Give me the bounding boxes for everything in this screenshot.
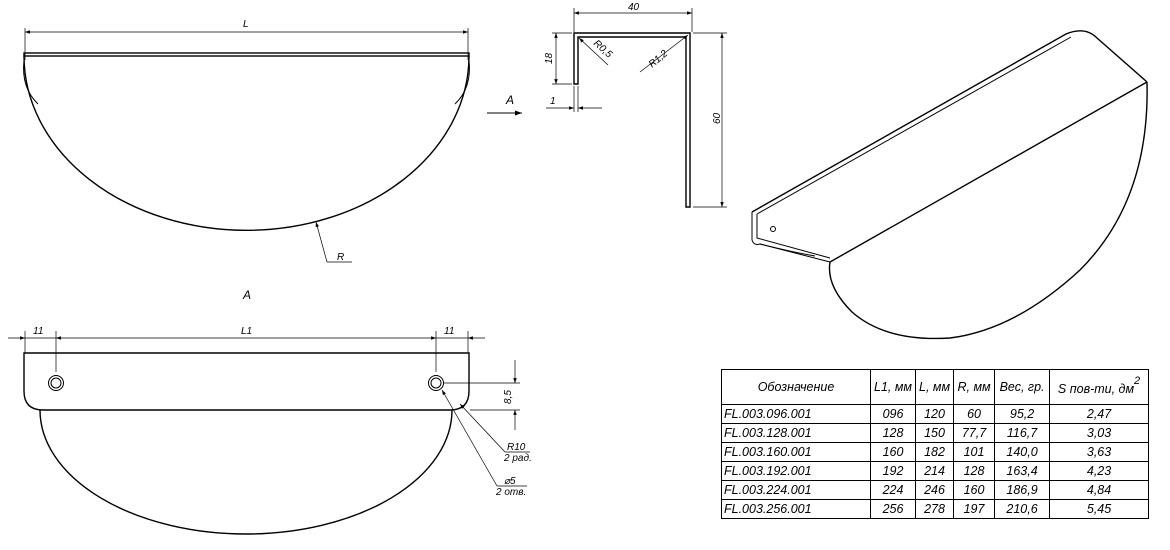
hole-label: ⌀5 <box>504 476 516 487</box>
view-a: A 11 L1 11 8,5 R10 2 рад. ⌀5 2 отв <box>8 288 532 535</box>
profile-section: 40 60 18 1 R0,5 R1,2 <box>544 2 727 208</box>
front-view: L R <box>23 19 470 263</box>
table-cell: FL.003.192.001 <box>721 461 871 481</box>
table-cell: 3,03 <box>1049 423 1150 443</box>
radius-inner-label: R0,5 <box>591 38 614 61</box>
dim-right-label: 11 <box>444 326 454 337</box>
table-cell: 95,2 <box>994 404 1051 424</box>
table-cell: 160 <box>870 442 916 462</box>
specification-table: Обозначение L1, мм L, мм R, мм Вес, гр. … <box>721 369 1150 519</box>
profile-outline <box>573 32 691 208</box>
table-cell: 2,47 <box>1049 404 1150 424</box>
corner-radius-note: 2 рад. <box>503 453 532 464</box>
hole-note: 2 отв. <box>495 487 526 498</box>
table-cell: 140,0 <box>994 442 1051 462</box>
col-header-designation: Обозначение <box>721 369 871 405</box>
table-cell: 4,23 <box>1049 461 1150 481</box>
col-header-surface: S пов-ти, дм2 <box>1049 369 1150 405</box>
col-header-l: L, мм <box>914 369 955 405</box>
table-cell: 210,6 <box>994 499 1051 519</box>
dim-flange-label: 18 <box>544 52 555 64</box>
table-cell: 096 <box>870 404 916 424</box>
table-cell: 128 <box>870 423 916 443</box>
table-cell: 128 <box>953 461 996 481</box>
radius-leader <box>315 221 328 263</box>
table-cell: 163,4 <box>994 461 1051 481</box>
table-cell: FL.003.256.001 <box>721 499 871 519</box>
table-cell: 224 <box>870 480 916 500</box>
dim-width-label: 40 <box>628 2 640 13</box>
table-cell: 256 <box>870 499 916 519</box>
table-cell: 120 <box>914 404 955 424</box>
corner-radius-label: R10 <box>507 442 526 453</box>
col-header-r: R, мм <box>953 369 996 405</box>
radius-label: R <box>337 252 344 263</box>
table-cell: 150 <box>914 423 955 443</box>
dim-profile-height-label: 60 <box>712 112 723 124</box>
table-cell: 4,84 <box>1049 480 1150 500</box>
dim-left-label: 11 <box>33 326 43 337</box>
table-cell: FL.003.224.001 <box>721 480 871 500</box>
dim-l1-label: L1 <box>241 326 252 337</box>
table-cell: 101 <box>953 442 996 462</box>
corner-radius-leader <box>459 403 506 453</box>
table-cell: 186,9 <box>994 480 1051 500</box>
superscript-squared: 2 <box>1134 374 1141 387</box>
mounting-hole-left <box>48 375 64 391</box>
isometric-view <box>751 30 1148 340</box>
table-cell: 278 <box>914 499 955 519</box>
view-arrow-a: A <box>487 93 522 116</box>
mounting-hole-right <box>428 375 444 391</box>
table-cell: 116,7 <box>994 423 1051 443</box>
dim-height-label: 8,5 <box>503 390 514 404</box>
view-a-title: A <box>242 288 251 302</box>
table-cell: 246 <box>914 480 955 500</box>
table-cell: 77,7 <box>953 423 996 443</box>
col-header-l1: L1, мм <box>870 369 916 405</box>
dim-l-label: L <box>243 19 249 30</box>
view-arrow-label: A <box>505 93 514 107</box>
table-cell: FL.003.096.001 <box>721 404 871 424</box>
table-header-row: Обозначение L1, мм L, мм R, мм Вес, гр. … <box>721 369 1150 405</box>
dim-thickness-label: 1 <box>550 96 556 107</box>
table-cell: 160 <box>953 480 996 500</box>
table-cell: FL.003.128.001 <box>721 423 871 443</box>
col-header-weight: Вес, гр. <box>994 369 1051 405</box>
table-cell: 5,45 <box>1049 499 1150 519</box>
table-cell: FL.003.160.001 <box>721 442 871 462</box>
table-cell: 182 <box>914 442 955 462</box>
table-cell: 3,63 <box>1049 442 1150 462</box>
table-cell: 192 <box>870 461 916 481</box>
table-cell: 197 <box>953 499 996 519</box>
table-cell: 214 <box>914 461 955 481</box>
table-cell: 60 <box>953 404 996 424</box>
hole-leader <box>441 389 498 487</box>
